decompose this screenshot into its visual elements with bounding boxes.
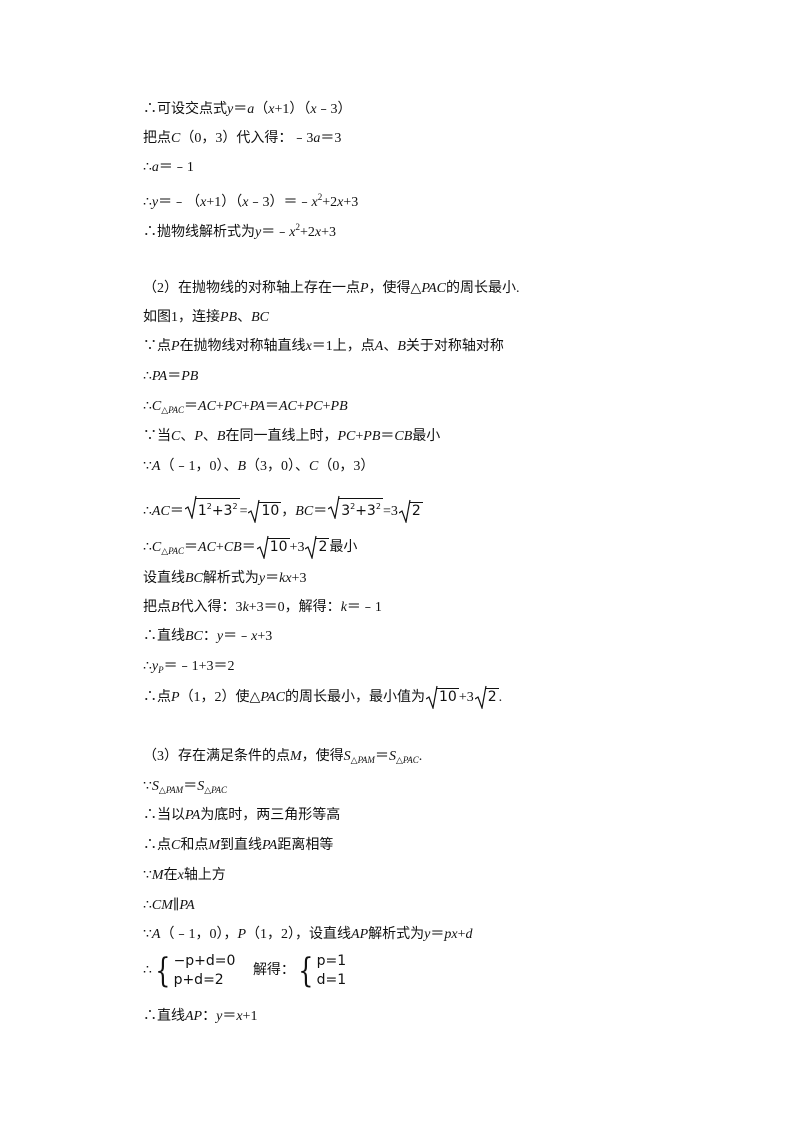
sqrt-10-b: 10 <box>256 535 290 559</box>
line-6: （2）在抛物线的对称轴上存在一点P，使得△PAC的周长最小. <box>143 281 520 296</box>
line-24: ∵M在x轴上方 <box>143 868 226 883</box>
line-4: ∴y＝﹣（x+1）（x﹣3）＝﹣x2+2x+3 <box>143 192 359 210</box>
line-11: ∵当C、P、B在同一直线上时，PC+PB＝CB最小 <box>143 429 441 444</box>
equation-1: −p+d=0 <box>173 953 236 969</box>
line-1: ∴可设交点式y＝a（x+1）（x﹣3） <box>143 102 352 117</box>
line-15: 设直线BC解析式为y＝kx+3 <box>143 571 307 586</box>
line-20: （3）存在满足条件的点M，使得S△PAM＝S△PAC. <box>143 749 423 765</box>
sqrt-2-c: 2 <box>474 685 499 709</box>
sqrt-3-3: 32+32 <box>328 495 383 521</box>
line-12: ∵A（﹣1，0）、B（3，0）、C（0，3） <box>143 459 375 474</box>
solution-2: d=1 <box>316 972 347 988</box>
line-2: 把点C（0，3）代入得：﹣3a＝3 <box>143 131 342 146</box>
solve-label: 解得： <box>252 963 295 978</box>
sqrt-10-c: 10 <box>425 685 459 709</box>
line-5: ∴抛物线解析式为y＝﹣x2+2x+3 <box>143 222 336 240</box>
line-17: ∴直线BC：y＝﹣x+3 <box>143 629 273 644</box>
solution-system: {p=1 d=1 <box>295 952 346 990</box>
sqrt-2: 2 <box>398 499 423 523</box>
sqrt-1-3: 12+32 <box>184 495 240 521</box>
equation-system: {−p+d=0 p+d=2 <box>152 951 236 991</box>
line-25: ∴CM∥PA <box>143 898 195 913</box>
line-23: ∴点C和点M到直线PA距离相等 <box>143 838 334 853</box>
line-10: ∴C△PAC＝AC+PC+PA＝AC+PC+PB <box>143 399 348 415</box>
line-16: 把点B代入得：3k+3＝0，解得：k＝﹣1 <box>143 600 382 615</box>
left-brace: { <box>155 951 171 991</box>
line-21: ∵S△PAM＝S△PAC <box>143 779 227 795</box>
line-28: ∴直线AP：y＝x+1 <box>143 1009 258 1024</box>
solution-1: p=1 <box>316 953 347 969</box>
line-22: ∴当以PA为底时，两三角形等高 <box>143 808 341 823</box>
line-7: 如图1，连接PB、BC <box>143 310 269 325</box>
system-prefix: ∴ <box>143 963 152 978</box>
sqrt-2-b: 2 <box>305 535 330 559</box>
line-8: ∵点P在抛物线对称轴直线x＝1上，点A、B关于对称轴对称 <box>143 339 504 354</box>
left-brace-2: { <box>298 951 314 991</box>
line-3: ∴a＝﹣1 <box>143 160 194 175</box>
equation-2: p+d=2 <box>173 972 224 988</box>
line-18: ∴yP＝﹣1+3＝2 <box>143 659 235 675</box>
line-26: ∵A（﹣1，0），P（1，2），设直线AP解析式为y＝px+d <box>143 927 473 942</box>
sqrt-10: 10 <box>248 499 282 523</box>
line-9: ∴PA＝PB <box>143 369 199 384</box>
